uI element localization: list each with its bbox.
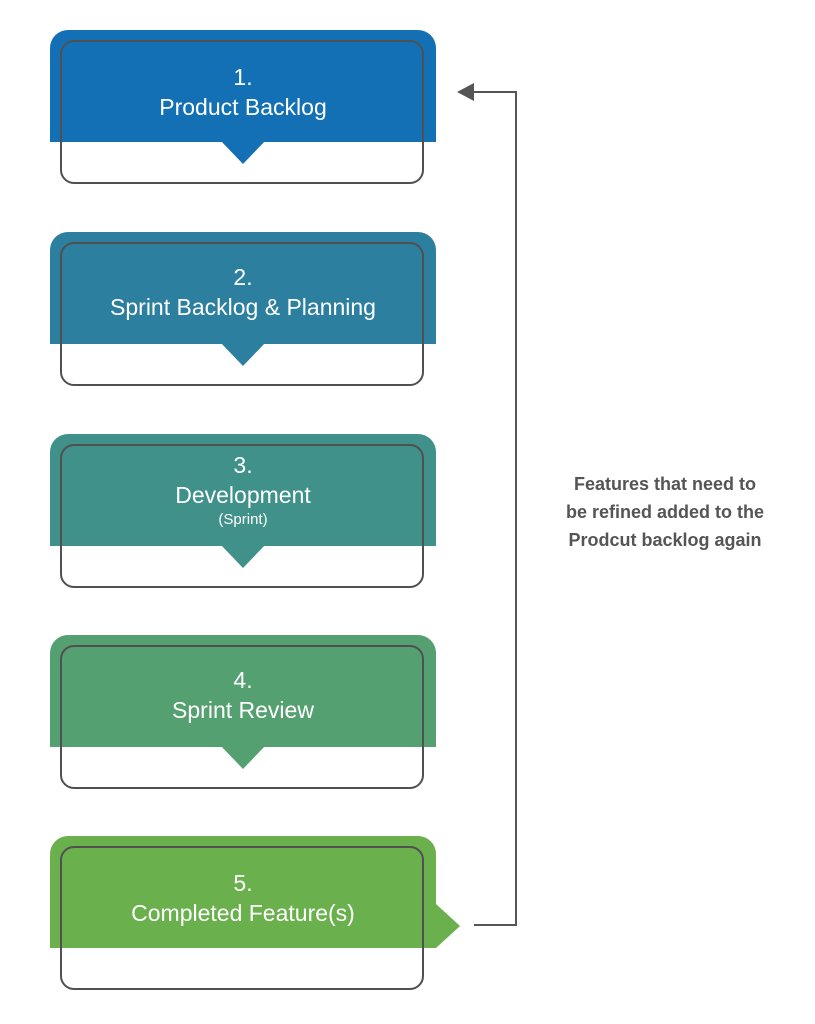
- down-arrow-icon: [220, 140, 266, 164]
- step-completed-features: 5. Completed Feature(s): [50, 836, 460, 996]
- feedback-note: Features that need to be refined added t…: [530, 470, 800, 554]
- down-arrow-icon: [220, 342, 266, 366]
- step-title: Sprint Review: [172, 697, 314, 723]
- step-outline: [60, 645, 424, 789]
- step-number: 1.: [233, 64, 253, 90]
- step-subtitle: (Sprint): [218, 511, 268, 528]
- step-label: 5. Completed Feature(s): [50, 868, 436, 928]
- step-number: 3.: [233, 452, 253, 478]
- feedback-note-line: Prodcut backlog again: [568, 530, 762, 550]
- feedback-note-line: be refined added to the: [565, 502, 765, 522]
- step-sprint-review: 4. Sprint Review: [50, 635, 436, 795]
- step-label: 1. Product Backlog: [50, 62, 436, 122]
- step-fill: [50, 635, 436, 747]
- step-title: Development: [175, 482, 311, 508]
- step-development: 3. Development (Sprint): [50, 434, 436, 594]
- feedback-loop-line: [472, 91, 517, 926]
- step-outline: [60, 40, 424, 184]
- step-product-backlog: 1. Product Backlog: [50, 30, 436, 190]
- step-number: 5.: [233, 870, 253, 896]
- step-label: 3. Development (Sprint): [50, 450, 436, 530]
- step-label: 2. Sprint Backlog & Planning: [50, 262, 436, 322]
- step-number: 2.: [233, 264, 253, 290]
- down-arrow-icon: [220, 745, 266, 769]
- step-title: Completed Feature(s): [131, 900, 355, 926]
- step-fill: [50, 836, 436, 948]
- step-label: 4. Sprint Review: [50, 665, 436, 725]
- step-outline: [60, 846, 424, 990]
- step-outline: [60, 444, 424, 588]
- step-title: Sprint Backlog & Planning: [110, 294, 376, 320]
- step-sprint-backlog-planning: 2. Sprint Backlog & Planning: [50, 232, 436, 392]
- down-arrow-icon: [220, 544, 266, 568]
- step-number: 4.: [233, 667, 253, 693]
- step-outline: [60, 242, 424, 386]
- right-arrow-icon: [436, 904, 460, 948]
- step-fill: [50, 232, 436, 344]
- step-title: Product Backlog: [159, 94, 327, 120]
- step-fill: [50, 434, 436, 546]
- step-fill: [50, 30, 436, 142]
- feedback-note-line: Features that need to: [573, 474, 757, 494]
- loop-arrowhead-icon: [457, 83, 474, 101]
